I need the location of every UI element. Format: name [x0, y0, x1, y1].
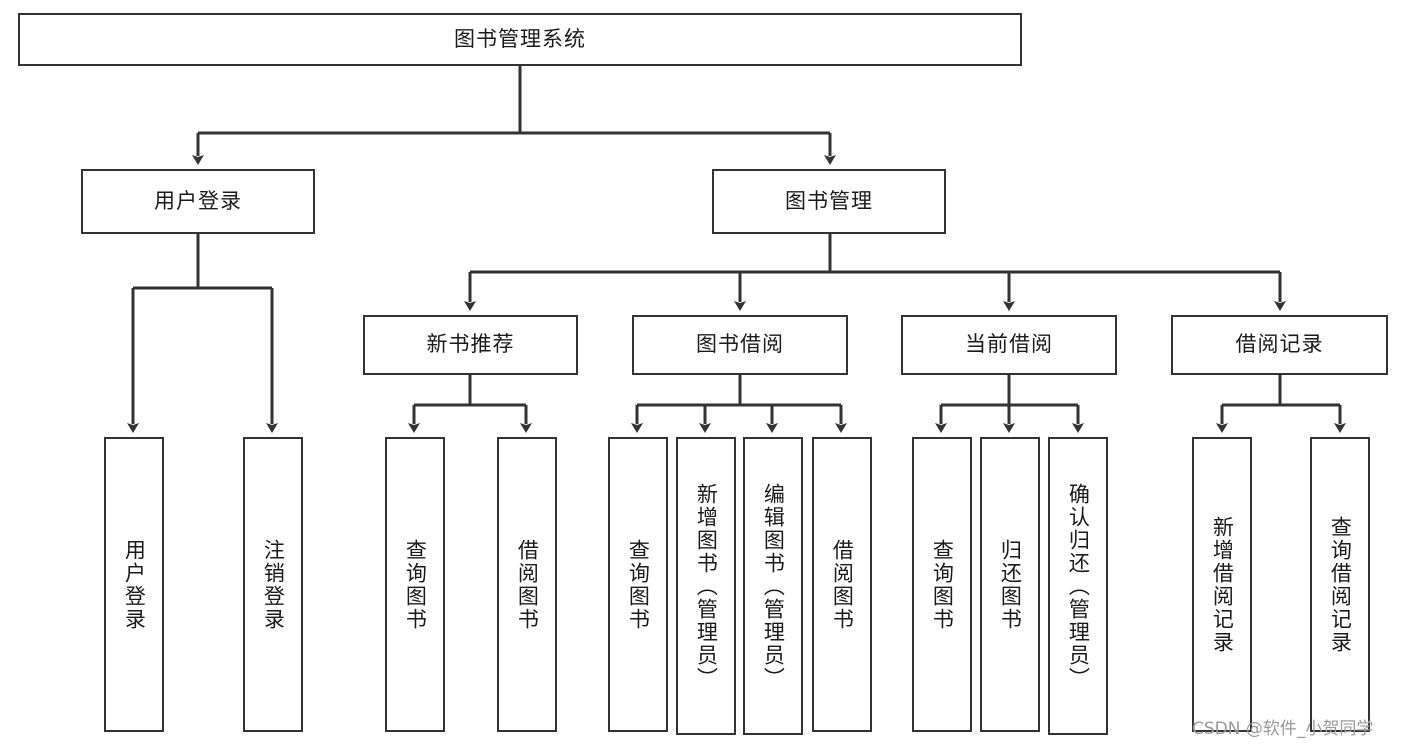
node-leaf-borrow-book-1-label: 借阅图书 — [515, 538, 540, 631]
node-leaf-user-login-label: 用户登录 — [122, 538, 147, 631]
node-leaf-add-borrow-record[interactable]: 新增借阅记录 — [1192, 437, 1252, 732]
node-leaf-add-borrow-record-label: 新增借阅记录 — [1210, 515, 1235, 654]
node-leaf-logout-login-label: 注销登录 — [261, 538, 286, 631]
node-book-borrow-label: 图书借阅 — [696, 332, 784, 357]
node-leaf-add-book-admin[interactable]: 新增图书（管理员） — [676, 437, 736, 735]
node-leaf-return-book[interactable]: 归还图书 — [980, 437, 1040, 732]
node-leaf-confirm-return-admin-label: 确认归还（管理员） — [1066, 482, 1091, 690]
node-leaf-return-book-label: 归还图书 — [998, 538, 1023, 631]
node-new-book-recommend-label: 新书推荐 — [426, 332, 515, 357]
node-root[interactable]: 图书管理系统 — [18, 13, 1022, 66]
node-leaf-query-book-1-label: 查询图书 — [403, 538, 428, 631]
node-new-book-recommend[interactable]: 新书推荐 — [363, 315, 578, 375]
node-leaf-borrow-book-2-label: 借阅图书 — [830, 538, 855, 631]
node-leaf-borrow-book-2[interactable]: 借阅图书 — [812, 437, 872, 732]
node-user-login[interactable]: 用户登录 — [81, 169, 315, 234]
node-leaf-query-book-2-label: 查询图书 — [626, 538, 651, 631]
node-leaf-confirm-return-admin[interactable]: 确认归还（管理员） — [1048, 437, 1108, 735]
node-root-label: 图书管理系统 — [454, 26, 586, 51]
node-leaf-edit-book-admin-label: 编辑图书（管理员） — [761, 482, 786, 690]
node-borrow-record[interactable]: 借阅记录 — [1171, 315, 1388, 375]
node-leaf-logout-login[interactable]: 注销登录 — [243, 437, 303, 732]
node-book-management-label: 图书管理 — [785, 188, 873, 213]
node-book-borrow[interactable]: 图书借阅 — [632, 315, 848, 375]
node-leaf-query-book-2[interactable]: 查询图书 — [608, 437, 668, 732]
csdn-watermark: CSDN @软件_小贺同学 — [1192, 719, 1374, 739]
node-book-management[interactable]: 图书管理 — [712, 169, 946, 234]
node-leaf-query-book-3[interactable]: 查询图书 — [912, 437, 972, 732]
node-leaf-query-borrow-record-label: 查询借阅记录 — [1328, 515, 1353, 654]
node-leaf-edit-book-admin[interactable]: 编辑图书（管理员） — [743, 437, 803, 735]
node-current-borrow-label: 当前借阅 — [965, 332, 1053, 357]
node-leaf-query-book-3-label: 查询图书 — [930, 538, 955, 631]
node-user-login-label: 用户登录 — [154, 188, 242, 213]
node-leaf-add-book-admin-label: 新增图书（管理员） — [694, 482, 719, 690]
node-leaf-query-book-1[interactable]: 查询图书 — [385, 437, 445, 732]
node-leaf-query-borrow-record[interactable]: 查询借阅记录 — [1310, 437, 1370, 732]
node-leaf-borrow-book-1[interactable]: 借阅图书 — [497, 437, 557, 732]
node-current-borrow[interactable]: 当前借阅 — [901, 315, 1117, 375]
node-leaf-user-login[interactable]: 用户登录 — [104, 437, 164, 732]
node-borrow-record-label: 借阅记录 — [1235, 332, 1324, 357]
